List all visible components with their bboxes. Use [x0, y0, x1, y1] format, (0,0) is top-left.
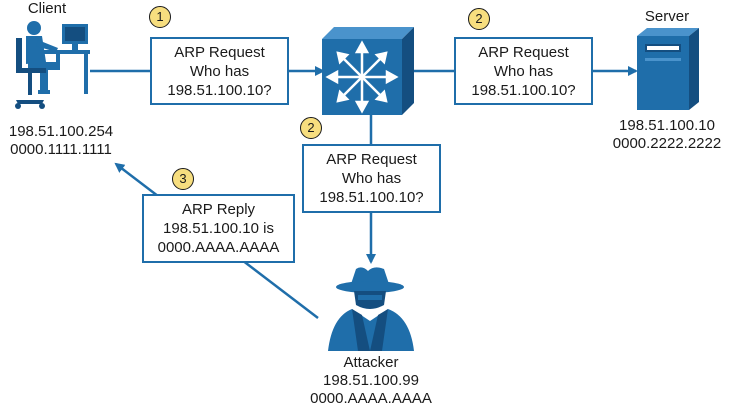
message-line: Who has [341, 170, 402, 187]
server-ip: 198.51.100.10 [619, 117, 715, 134]
attacker-title: Attacker [343, 354, 399, 371]
step-badge-1: 1 [149, 6, 171, 28]
arp-request-box-step-1: ARP Request Who has 198.51.100.10? [150, 37, 289, 105]
message-line: Who has [493, 62, 554, 80]
client-title: Client [27, 0, 67, 17]
client-ip: 198.51.100.254 [8, 123, 114, 140]
step-badge-2-server: 2 [468, 8, 490, 30]
message-line: 198.51.100.10? [167, 81, 272, 99]
message-line: ARP Reply [181, 201, 256, 218]
message-line: Who has [189, 62, 250, 80]
message-line: 198.51.100.10 is [163, 220, 274, 237]
attacker-mac: 0000.AAAA.AAAA [310, 390, 432, 407]
message-line: ARP Request [478, 43, 569, 61]
message-line: ARP Request [326, 151, 417, 168]
arp-request-box-step-2-attacker: ARP Request Who has 198.51.100.10? [302, 144, 441, 213]
hooded-attacker-icon [328, 267, 414, 351]
message-line: ARP Request [174, 43, 265, 61]
server-title: Server [644, 8, 690, 25]
attacker-ip: 198.51.100.99 [323, 372, 419, 389]
message-line: 0000.AAAA.AAAA [157, 239, 280, 256]
step-badge-2-attacker: 2 [300, 117, 322, 139]
user-at-computer-icon [15, 21, 90, 109]
multilayer-switch-icon [322, 27, 414, 115]
arp-reply-box-step-3: ARP Reply 198.51.100.10 is 0000.AAAA.AAA… [142, 194, 295, 263]
message-line: 198.51.100.10? [319, 189, 424, 206]
message-line: 198.51.100.10? [471, 81, 576, 99]
client-mac: 0000.1111.1111 [10, 141, 112, 158]
server-tower-icon [637, 28, 699, 110]
arp-request-box-step-2-server: ARP Request Who has 198.51.100.10? [454, 37, 593, 105]
server-mac: 0000.2222.2222 [612, 135, 722, 152]
step-badge-3: 3 [172, 168, 194, 190]
